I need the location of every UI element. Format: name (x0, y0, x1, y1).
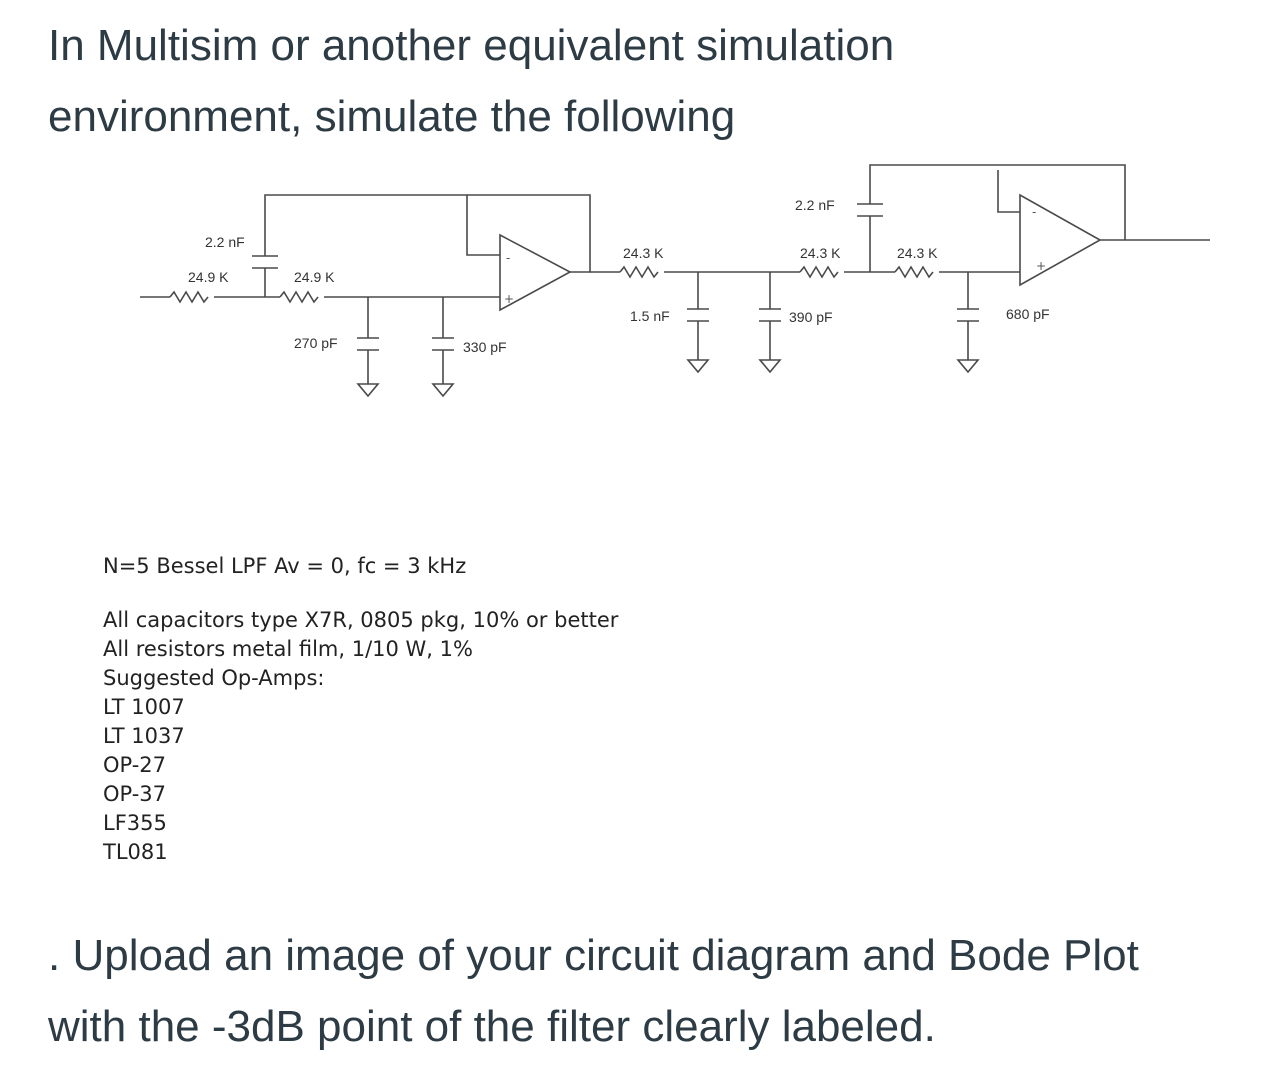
capacitor-330p (432, 337, 454, 351)
opamp1-minus-sign: - (506, 251, 510, 265)
question-intro-line2: environment, simulate the following (48, 92, 736, 141)
spec-resistors: All resistors metal film, 1/10 W, 1% (103, 637, 473, 661)
resistor-24k3-c (894, 265, 934, 279)
label-680p: 680 pF (1006, 306, 1050, 322)
capacitor-270p (357, 337, 379, 351)
question-outro-line2: with the -3dB point of the filter clearl… (48, 1002, 936, 1051)
label-2n2-stage2: 2.2 nF (795, 197, 835, 213)
label-24k9-a: 24.9 K (188, 269, 229, 285)
filter-schematic: 2.2 nF 24.9 K 24.9 K 270 pF 330 pF - + 2… (140, 164, 1210, 398)
opamp-option: OP-27 (103, 753, 167, 777)
opamp-option: LF355 (103, 811, 167, 835)
opamp1-plus-sign: + (504, 292, 514, 306)
question-intro: In Multisim or another equivalent simula… (48, 10, 1248, 152)
label-1n5: 1.5 nF (630, 308, 670, 324)
ground-symbol-5 (956, 359, 980, 374)
spec-opamps-heading: Suggested Op-Amps: (103, 666, 325, 690)
spec-title: N=5 Bessel LPF Av = 0, fc = 3 kHz (103, 554, 467, 578)
question-intro-line1: In Multisim or another equivalent simula… (48, 21, 895, 70)
label-330p: 330 pF (463, 339, 507, 355)
label-2n2-stage1: 2.2 nF (205, 234, 245, 250)
label-24k3-c: 24.3 K (897, 245, 938, 261)
label-390p: 390 pF (789, 309, 833, 325)
ground-symbol-4 (758, 359, 782, 374)
spec-capacitors: All capacitors type X7R, 0805 pkg, 10% o… (103, 608, 619, 632)
capacitor-1n5 (687, 308, 709, 322)
ground-symbol-3 (686, 359, 710, 374)
opamp2-minus-sign: - (1032, 205, 1036, 219)
ground-symbol-2 (431, 383, 455, 398)
opamp-option: OP-37 (103, 782, 167, 806)
label-24k9-b: 24.9 K (294, 269, 335, 285)
opamp-stage1 (499, 233, 572, 312)
resistor-24k3-b (799, 265, 839, 279)
capacitor-680p (957, 308, 979, 322)
capacitor-2n2-stage2 (857, 203, 883, 217)
ground-symbol-1 (356, 383, 380, 398)
label-24k3-a: 24.3 K (623, 245, 664, 261)
question-outro: . Upload an image of your circuit diagra… (48, 920, 1248, 1062)
label-270p: 270 pF (294, 335, 338, 351)
capacitor-390p (759, 308, 781, 322)
capacitor-2n2-stage1 (252, 255, 278, 269)
opamp-stage2 (1019, 193, 1102, 287)
resistor-24k9-a (169, 290, 209, 304)
opamp-option: LT 1007 (103, 695, 185, 719)
question-outro-line1: . Upload an image of your circuit diagra… (48, 931, 1139, 980)
label-24k3-b: 24.3 K (800, 245, 841, 261)
opamp-option: LT 1037 (103, 724, 185, 748)
filter-specification: N=5 Bessel LPF Av = 0, fc = 3 kHz All ca… (103, 552, 618, 867)
opamp-option: TL081 (103, 840, 168, 864)
resistor-24k3-a (619, 265, 659, 279)
opamp2-plus-sign: + (1036, 259, 1046, 273)
opamp-stage2-feedback-wire (997, 170, 1020, 213)
resistor-24k9-b (279, 290, 319, 304)
stage2-feedback-branch (869, 164, 1126, 272)
stage1-output-wire (467, 194, 591, 273)
